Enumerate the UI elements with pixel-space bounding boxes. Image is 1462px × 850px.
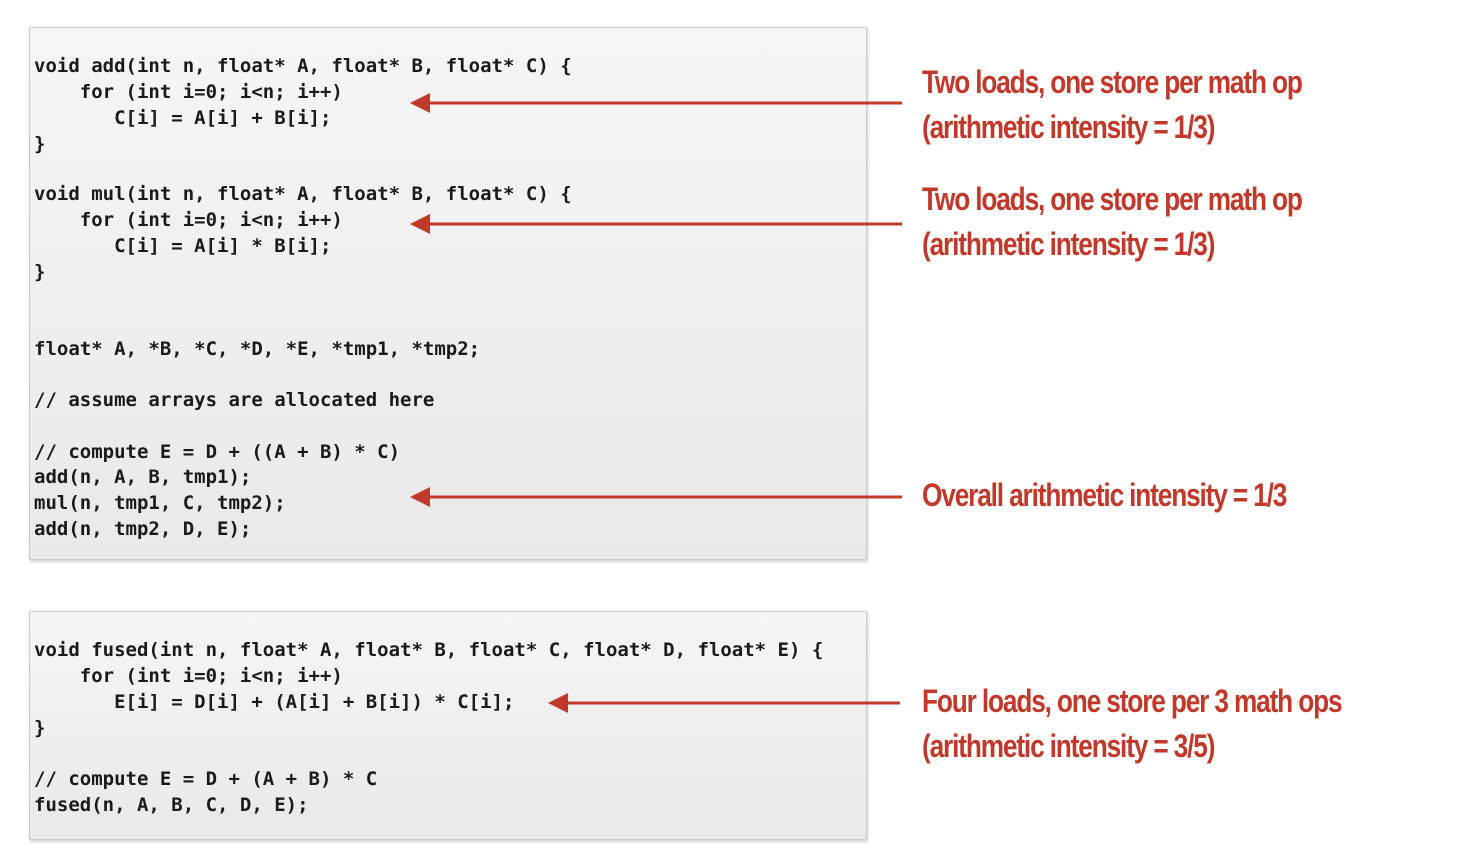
code-line: float* A, *B, *C, *D, *E, *tmp1, *tmp2; xyxy=(34,338,481,360)
arrow-add-icon xyxy=(410,93,902,113)
code-line: void fused(int n, float* A, float* B, fl… xyxy=(34,639,824,661)
code-line: for (int i=0; i<n; i++) xyxy=(34,665,343,687)
code-line: // compute E = D + ((A + B) * C) xyxy=(34,441,401,463)
code-line: // assume arrays are allocated here xyxy=(34,389,435,411)
code-line: void mul(int n, float* A, float* B, floa… xyxy=(34,183,572,205)
code-line: E[i] = D[i] + (A[i] + B[i]) * C[i]; xyxy=(34,691,515,713)
annotation-mul-line1: Two loads, one store per math op xyxy=(922,181,1303,217)
annotation-overall-line1: Overall arithmetic intensity = 1/3 xyxy=(922,477,1287,513)
code-line: } xyxy=(34,133,46,155)
arrow-fused-icon xyxy=(548,693,900,713)
code-line: add(n, A, B, tmp1); xyxy=(34,466,252,488)
fused-code-box: void fused(int n, float* A, float* B, fl… xyxy=(29,611,867,840)
code-line: for (int i=0; i<n; i++) xyxy=(34,209,343,231)
annotation-add-line1: Two loads, one store per math op xyxy=(922,64,1303,100)
annotation-overall: Overall arithmetic intensity = 1/3 xyxy=(922,473,1287,518)
annotation-fused-line1: Four loads, one store per 3 math ops xyxy=(922,683,1343,719)
annotation-mul-line2: (arithmetic intensity = 1/3) xyxy=(922,226,1215,262)
annotation-fused: Four loads, one store per 3 math ops (ar… xyxy=(922,679,1343,769)
annotation-add-line2: (arithmetic intensity = 1/3) xyxy=(922,109,1215,145)
code-line: C[i] = A[i] + B[i]; xyxy=(34,107,332,129)
unfused-code-box: void add(int n, float* A, float* B, floa… xyxy=(29,27,867,560)
code-line: fused(n, A, B, C, D, E); xyxy=(34,794,309,816)
code-line: // compute E = D + (A + B) * C xyxy=(34,768,378,790)
annotation-mul: Two loads, one store per math op (arithm… xyxy=(922,177,1303,267)
code-line: } xyxy=(34,717,46,739)
code-line: add(n, tmp2, D, E); xyxy=(34,518,252,540)
annotation-fused-line2: (arithmetic intensity = 3/5) xyxy=(922,728,1215,764)
arrow-mul-icon xyxy=(410,214,902,234)
code-line: void add(int n, float* A, float* B, floa… xyxy=(34,55,572,77)
code-line: mul(n, tmp1, C, tmp2); xyxy=(34,492,286,514)
annotation-add: Two loads, one store per math op (arithm… xyxy=(922,60,1303,150)
code-line: } xyxy=(34,261,46,283)
code-line: for (int i=0; i<n; i++) xyxy=(34,81,343,103)
arrow-overall-icon xyxy=(410,487,902,507)
code-line: C[i] = A[i] * B[i]; xyxy=(34,235,332,257)
